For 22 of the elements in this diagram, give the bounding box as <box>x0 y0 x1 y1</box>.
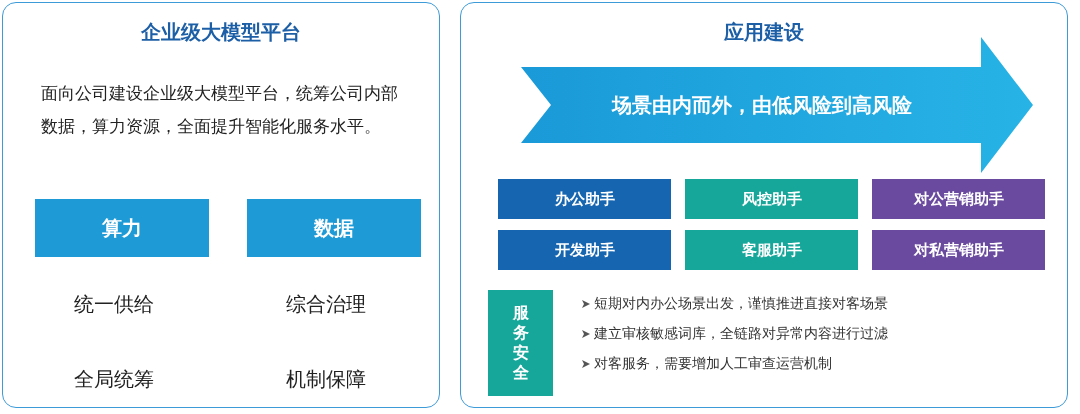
arrow-text: 场景由内而外，由低风险到高风险 <box>610 91 913 119</box>
item-label: 全局统筹 <box>74 366 154 393</box>
category-box: 办公助手 <box>498 179 671 219</box>
category-box: 开发助手 <box>498 230 671 270</box>
category-box: 算力 <box>35 199 209 257</box>
bullet-text: 建立审核敏感词库，全链路对异常内容进行过滤 <box>594 325 888 343</box>
vertical-label-box: 服务安全 <box>488 290 553 396</box>
panel-card <box>2 2 440 408</box>
category-box: 对公营销助手 <box>872 179 1045 219</box>
bullet-text: 短期对内办公场景出发，谨慎推进直接对客场景 <box>594 295 888 313</box>
category-box: 数据 <box>247 199 421 257</box>
item-label: 统一供给 <box>74 291 154 318</box>
description-text: 面向公司建设企业级大模型平台，统筹公司内部数据，算力资源，全面提升智能化服务水平。 <box>41 82 399 138</box>
item-label: 机制保障 <box>286 366 366 393</box>
panel-title: 应用建设 <box>723 19 805 46</box>
item-label: 综合治理 <box>286 291 366 318</box>
panel-card <box>460 2 1068 408</box>
panel-title: 企业级大模型平台 <box>140 19 302 46</box>
category-box: 客服助手 <box>685 230 858 270</box>
bullet-text: 对客服务，需要增加人工审查运营机制 <box>594 355 832 373</box>
category-box: 风控助手 <box>685 179 858 219</box>
category-box: 对私营销助手 <box>872 230 1045 270</box>
